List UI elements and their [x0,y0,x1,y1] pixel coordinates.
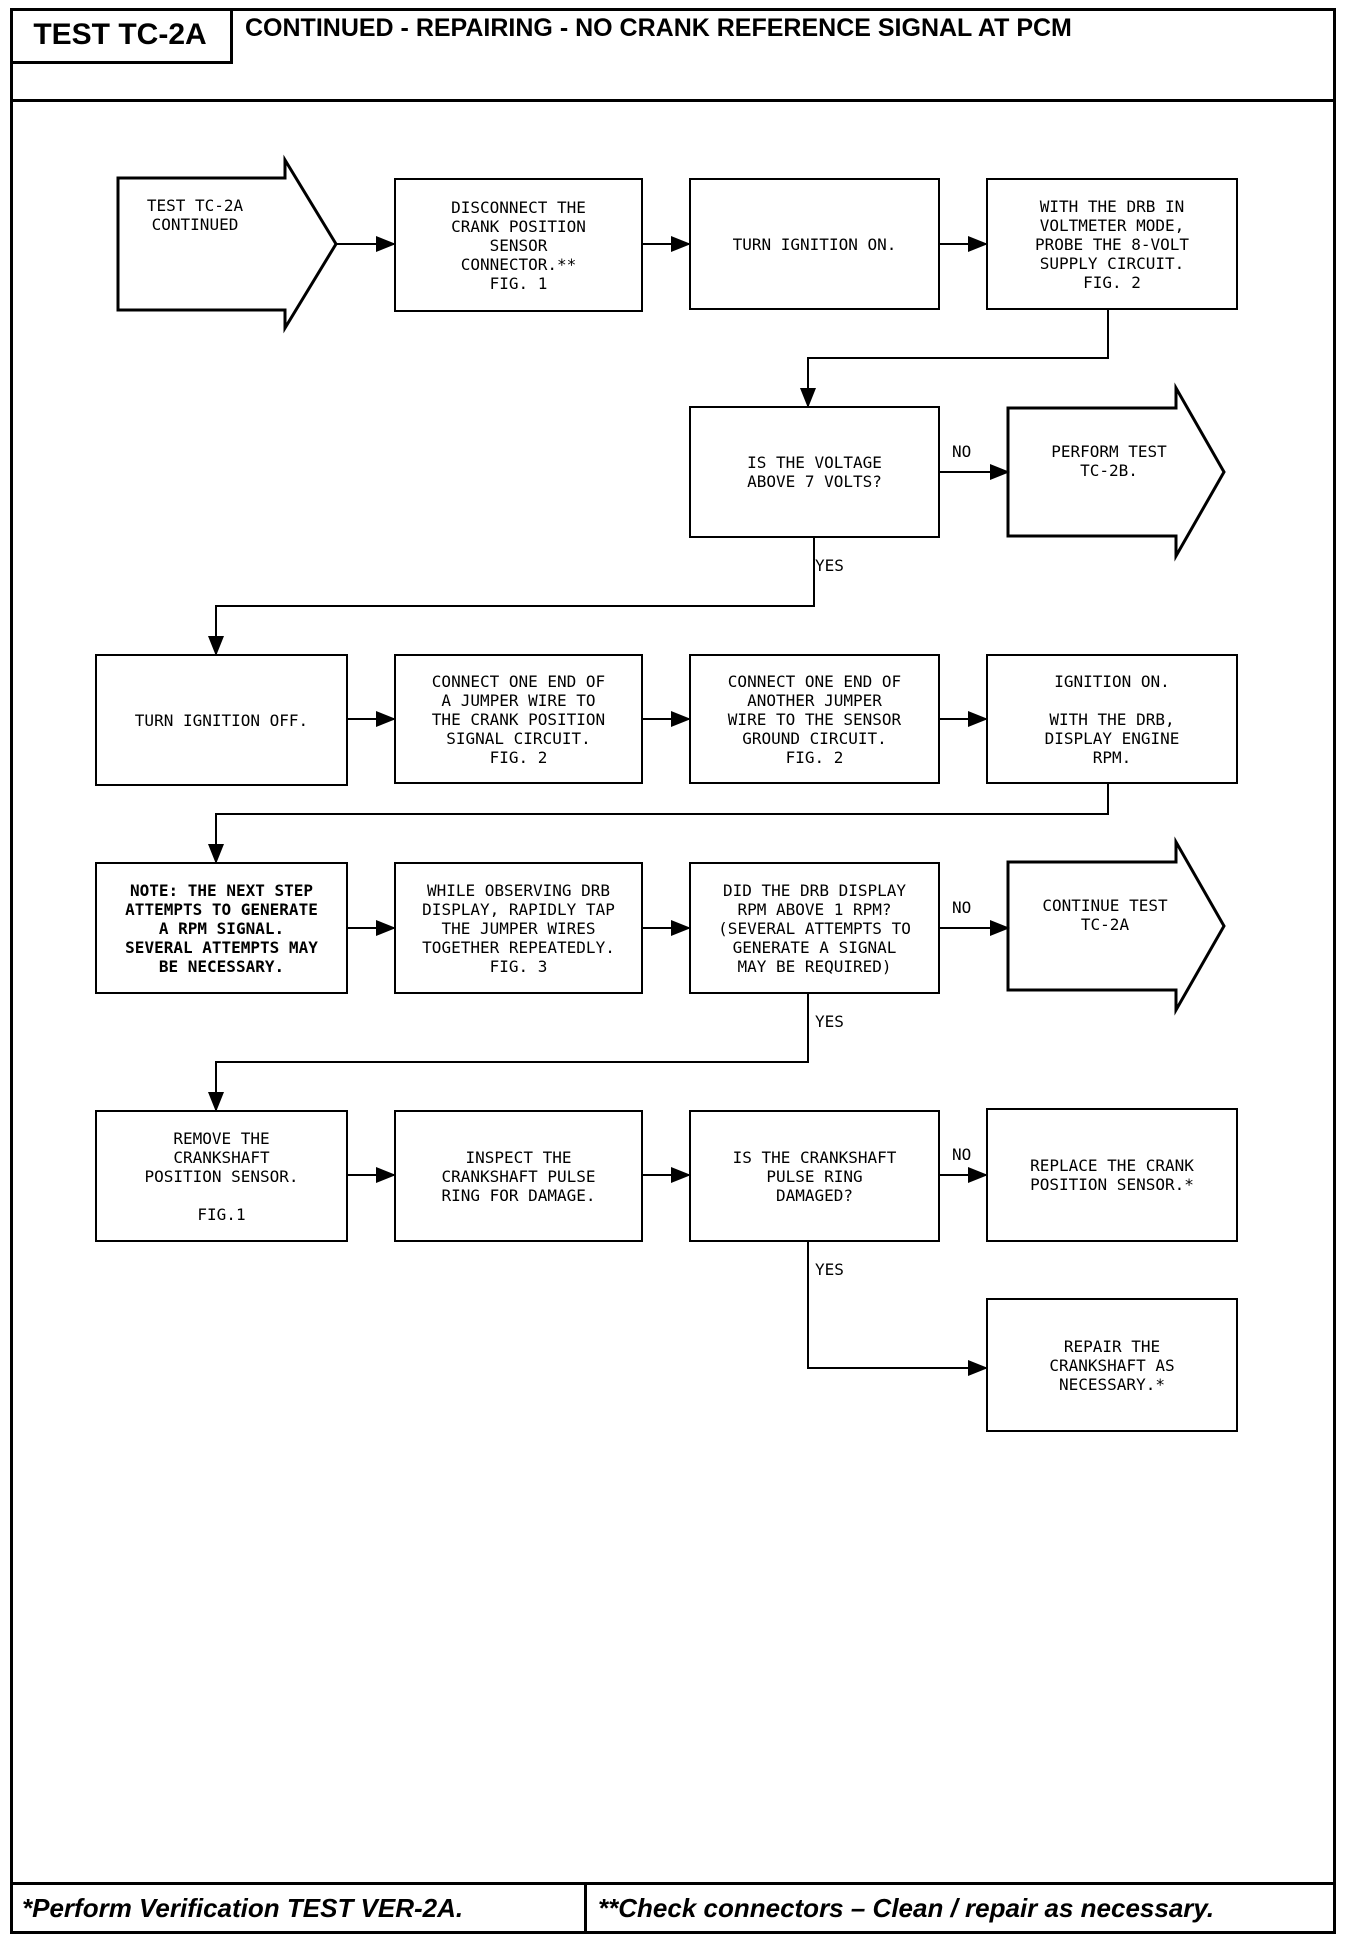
step-text: WITH THE DRB IN VOLTMETER MODE, PROBE TH… [1034,196,1190,292]
step-text: CONNECT ONE END OF A JUMPER WIRE TO THE … [431,671,606,767]
continue-step-text: CONTINUE TEST TC-2A [1042,896,1168,934]
page-title: CONTINUED - REPAIRING - NO CRANK REFEREN… [245,14,1072,42]
yes-label: YES [815,556,844,575]
voltage-decision: IS THE VOLTAGE ABOVE 7 VOLTS? [689,406,940,538]
footer-verification-note: *Perform Verification TEST VER-2A. [22,1893,464,1923]
tc2b-step-text: PERFORM TEST TC-2B. [1051,442,1167,480]
tap-jumper-step: WHILE OBSERVING DRB DISPLAY, RAPIDLY TAP… [394,862,643,994]
ignition-on-step: TURN IGNITION ON. [689,178,940,310]
step-text: IGNITION ON. WITH THE DRB, DISPLAY ENGIN… [1044,671,1180,767]
no-label: NO [952,442,972,461]
ring-damage-decision: IS THE CRANKSHAFT PULSE RING DAMAGED? [689,1110,940,1242]
inspect-ring-step: INSPECT THE CRANKSHAFT PULSE RING FOR DA… [394,1110,643,1242]
footer-divider [10,1882,1336,1885]
footer-separator [584,1882,587,1934]
start-step-text: TEST TC-2A CONTINUED [146,196,244,234]
step-text: CONNECT ONE END OF ANOTHER JUMPER WIRE T… [727,671,902,767]
disconnect-sensor-step: DISCONNECT THE CRANK POSITION SENSOR CON… [394,178,643,312]
continue-arrow-shape [1006,836,1226,1016]
step-text: DISCONNECT THE CRANK POSITION SENSOR CON… [451,197,586,293]
tc2b-arrow-shape [1006,382,1226,562]
yes-label: YES [815,1012,844,1031]
display-rpm-step: IGNITION ON. WITH THE DRB, DISPLAY ENGIN… [986,654,1238,784]
step-text: DID THE DRB DISPLAY RPM ABOVE 1 RPM? (SE… [718,880,911,976]
page-frame [10,8,1336,1934]
no-label: NO [952,1145,972,1164]
start-arrow-shape [116,154,338,334]
note-step: NOTE: THE NEXT STEP ATTEMPTS TO GENERATE… [95,862,348,994]
step-text: REMOVE THE CRANKSHAFT POSITION SENSOR. F… [144,1128,299,1224]
step-text: IS THE CRANKSHAFT PULSE RING DAMAGED? [732,1147,897,1205]
step-text: TURN IGNITION ON. [732,234,897,254]
footer-connector-note: **Check connectors – Clean / repair as n… [598,1893,1215,1923]
step-text: NOTE: THE NEXT STEP ATTEMPTS TO GENERATE… [125,880,318,976]
remove-sensor-step: REMOVE THE CRANKSHAFT POSITION SENSOR. F… [95,1110,348,1242]
step-text: REPAIR THE CRANKSHAFT AS NECESSARY.* [1049,1336,1175,1394]
jumper-ground-step: CONNECT ONE END OF ANOTHER JUMPER WIRE T… [689,654,940,784]
step-text: WHILE OBSERVING DRB DISPLAY, RAPIDLY TAP… [422,880,615,976]
step-text: TURN IGNITION OFF. [134,710,309,730]
voltmeter-probe-step: WITH THE DRB IN VOLTMETER MODE, PROBE TH… [986,178,1238,310]
repair-crankshaft-step: REPAIR THE CRANKSHAFT AS NECESSARY.* [986,1298,1238,1432]
rpm-decision: DID THE DRB DISPLAY RPM ABOVE 1 RPM? (SE… [689,862,940,994]
ignition-off-step: TURN IGNITION OFF. [95,654,348,786]
yes-label: YES [815,1260,844,1279]
no-label: NO [952,898,972,917]
replace-sensor-step: REPLACE THE CRANK POSITION SENSOR.* [986,1108,1238,1242]
jumper-signal-step: CONNECT ONE END OF A JUMPER WIRE TO THE … [394,654,643,784]
step-text: IS THE VOLTAGE ABOVE 7 VOLTS? [747,453,882,491]
step-text: INSPECT THE CRANKSHAFT PULSE RING FOR DA… [441,1147,596,1205]
step-text: REPLACE THE CRANK POSITION SENSOR.* [1030,1156,1194,1194]
header-divider [10,99,1336,102]
test-id-header: TEST TC-2A [10,8,233,64]
